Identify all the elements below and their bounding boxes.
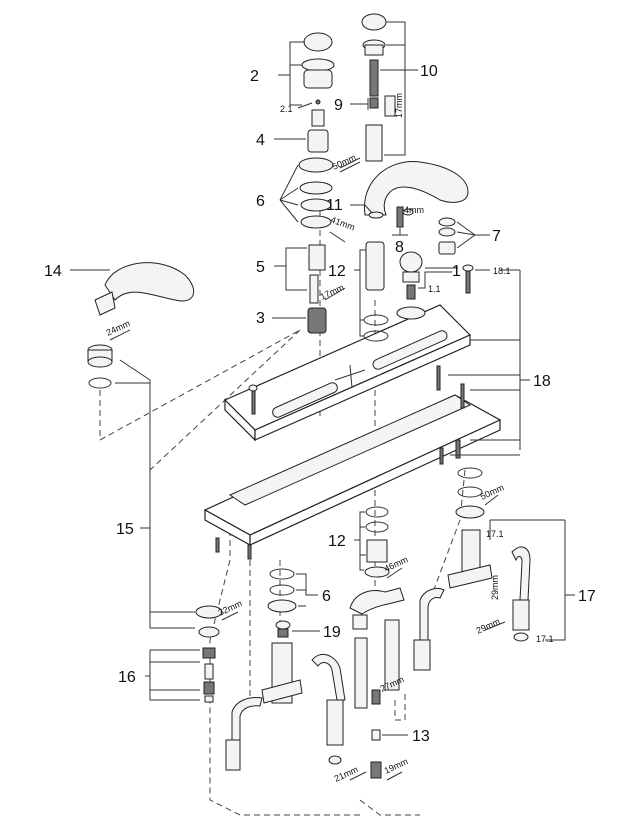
callout-8: 8 — [395, 239, 404, 256]
callout-17-1-top: 17.1 — [486, 529, 504, 539]
wrench-icons — [109, 157, 506, 781]
callout-18: 18 — [533, 373, 551, 390]
callout-15: 15 — [116, 521, 134, 538]
callout-14: 14 — [44, 263, 62, 280]
handle-10 — [361, 13, 387, 162]
callout-7: 7 — [492, 228, 501, 245]
dim-50mm-upper: 50mm — [331, 152, 358, 172]
callout-19: 19 — [323, 624, 341, 641]
callout-6-lower: 6 — [322, 588, 331, 605]
cap-2 — [301, 32, 335, 127]
callout-5: 5 — [256, 259, 265, 276]
callout-9: 9 — [334, 97, 343, 114]
washers-6-lower — [267, 568, 297, 638]
handle-1 — [396, 251, 426, 320]
callout-12-upper: 12 — [328, 263, 346, 280]
hand-shower — [94, 262, 195, 316]
dim-32mm: 32mm — [217, 598, 244, 618]
diverter-assembly — [349, 587, 405, 779]
callout-6-upper: 6 — [256, 193, 265, 210]
callout-1-1: 1.1 — [428, 284, 441, 294]
dim-29mm-vertical: 29mm — [490, 575, 500, 600]
hoses — [225, 546, 531, 771]
bolts — [215, 365, 465, 560]
mounting-plate-top — [223, 304, 472, 442]
valve-lower-12 — [364, 506, 390, 578]
callout-1: 1 — [452, 263, 461, 280]
callout-12-lower: 12 — [328, 533, 346, 550]
dim-17mm-upper: 17mm — [394, 93, 404, 118]
callout-2: 2 — [250, 68, 259, 85]
parts-15 — [195, 605, 223, 638]
valve-body-left — [261, 642, 303, 704]
spindle-5 — [308, 244, 326, 304]
callout-10: 10 — [420, 63, 438, 80]
dim-50mm-lower: 50mm — [479, 482, 506, 502]
callout-11: 11 — [326, 197, 343, 214]
callout-17: 17 — [578, 588, 596, 605]
washers-right — [455, 467, 485, 519]
screw-18-1 — [462, 264, 474, 294]
callout-16: 16 — [118, 669, 136, 686]
dim-29mm-angled: 29mm — [475, 616, 502, 636]
spout — [363, 161, 469, 219]
dim-19mm: 19mm — [383, 756, 410, 776]
callout-13: 13 — [412, 728, 430, 745]
callout-2-1: 2.1 — [280, 104, 293, 114]
dim-4mm: 4mm — [404, 205, 424, 215]
leader-lines — [70, 21, 575, 736]
dim-17mm-lower: 17mm — [319, 282, 346, 302]
sleeve-4 — [307, 129, 329, 153]
mounting-plate-bottom — [203, 394, 502, 547]
valve-3 — [307, 307, 327, 334]
washers-6-upper — [298, 157, 334, 229]
callout-3: 3 — [256, 310, 265, 327]
aerator-7 — [438, 217, 456, 255]
callout-18-1: 18.1 — [493, 266, 511, 276]
part-9 — [369, 95, 396, 117]
dim-24mm: 24mm — [105, 318, 132, 338]
valve-body-right — [447, 529, 493, 589]
dim-41mm: 41mm — [329, 214, 356, 232]
hose-nut-24mm — [87, 344, 113, 389]
dim-21mm: 21mm — [333, 764, 360, 784]
valve-body-12 — [363, 241, 389, 342]
callout-17-1-bottom: 17.1 — [536, 634, 554, 644]
parts-16 — [202, 647, 216, 703]
callout-4: 4 — [256, 132, 265, 149]
part-8 — [396, 206, 414, 228]
